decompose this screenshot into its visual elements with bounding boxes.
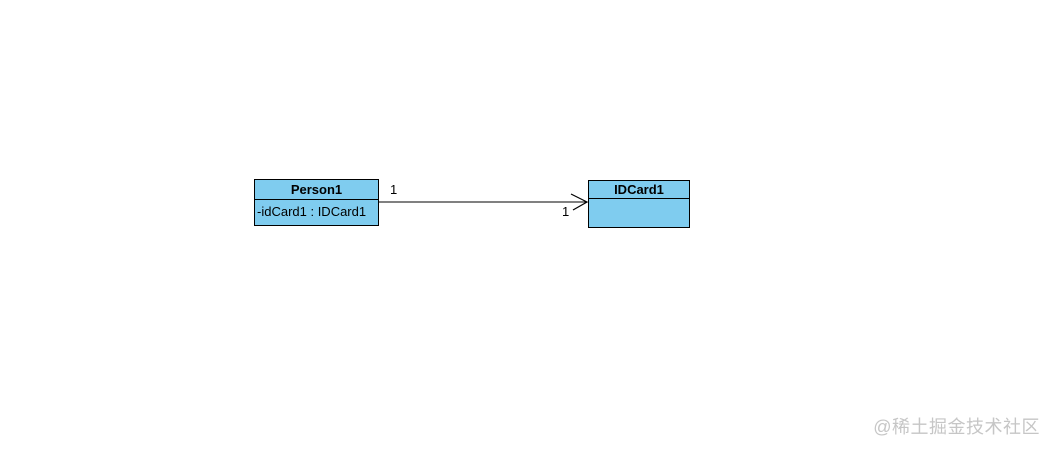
class-name-idcard1: IDCard1 <box>589 181 689 199</box>
class-body-idcard1-empty <box>589 199 689 227</box>
class-name-person1: Person1 <box>255 180 378 200</box>
source-multiplicity-label: 1 <box>390 182 398 197</box>
class-attribute-person1: -idCard1 : IDCard1 <box>257 204 367 219</box>
uml-class-idcard1: IDCard1 <box>588 180 690 228</box>
uml-class-person1: Person1 -idCard1 : IDCard1 <box>254 179 379 226</box>
target-multiplicity-label: 1 <box>562 204 570 219</box>
watermark-text: @稀土掘金技术社区 <box>873 417 1040 437</box>
open-arrowhead-icon <box>570 193 589 211</box>
